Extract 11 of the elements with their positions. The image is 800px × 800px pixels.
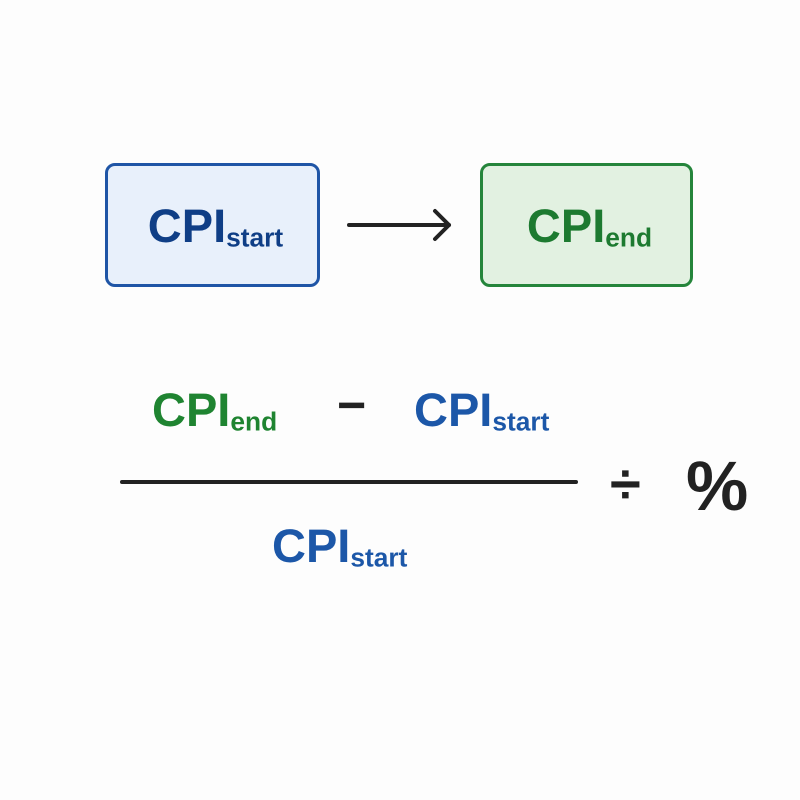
box-label: CPI$_{start}$: [146, 202, 284, 248]
minus-sign: −: [337, 380, 366, 430]
percent-sign: %: [686, 451, 748, 521]
division-sign: ÷: [610, 456, 641, 512]
arrow: [347, 209, 451, 241]
formula-term: CPI$_{start}$: [414, 386, 550, 433]
rounded-box: [480, 163, 693, 287]
formula-term: CPI$_{end}$: [152, 386, 278, 433]
box-label: CPI$_{end}$: [526, 202, 652, 248]
rounded-box: [105, 163, 320, 287]
formula-term: CPI$_{start}$: [272, 522, 408, 569]
